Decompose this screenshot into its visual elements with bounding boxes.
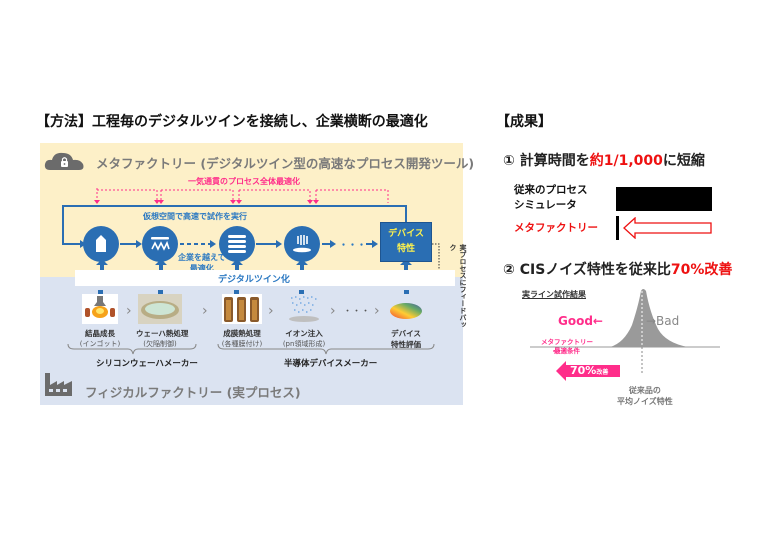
- result-2-highlight: 70%改善: [670, 262, 733, 278]
- pink-arrowheads: [94, 200, 319, 204]
- flow-ellipsis: ・・・: [339, 241, 367, 251]
- chevron-right-icon: ›: [268, 303, 274, 319]
- stage-name: 成膜熱処理: [223, 329, 261, 338]
- connector: [234, 290, 239, 294]
- improvement-arrow: [556, 361, 620, 381]
- semiconductor-maker-label: 半導体デバイスメーカー: [284, 359, 378, 369]
- device-eval-image: [388, 300, 424, 326]
- crystal-growth-image: [82, 294, 118, 328]
- physical-factory-title: フィジカルファクトリー (実プロセス): [85, 385, 301, 400]
- stage-sub: (各種膜付け): [221, 340, 263, 348]
- conventional-average-noise-label: 従来品の 平均ノイズ特性: [617, 385, 673, 407]
- process-node-wafer-anneal: [142, 226, 178, 262]
- result-1-heading: ① 計算時間を約1/1,000に短縮: [503, 150, 705, 170]
- heater-icon: [151, 237, 170, 251]
- stage-sub: (pn領域形成): [282, 340, 326, 348]
- silicon-wafer-maker-label: シリコンウェーハメーカー: [96, 359, 198, 369]
- stage-film-anneal: 成膜熱処理 (各種膜付け): [218, 328, 266, 349]
- cross-company-label: 企業を越えて 最適化: [178, 252, 226, 274]
- stage-wafer-anneal: ウェーハ熱処理 (欠陥制御): [136, 328, 189, 349]
- meta-cond-line2: 最適条件: [554, 347, 580, 355]
- film-layers-icon: [228, 235, 246, 253]
- result-2-heading: ② CISノイズ特性を従来比70%改善: [503, 259, 732, 279]
- conventional-time-bar: [616, 187, 712, 211]
- result-2-prefix: ② CISノイズ特性を従来比: [503, 262, 671, 278]
- chevron-right-icon: ›: [126, 303, 132, 319]
- result-1-suffix: に短縮: [662, 153, 705, 169]
- cloud-lock-icon: [44, 150, 86, 176]
- bad-label: →Bad: [646, 314, 680, 328]
- process-flow-diagram: [62, 188, 440, 283]
- meta-optimal-condition-label: メタファクトリー 最適条件: [541, 338, 593, 356]
- meta-factory-bar-label: メタファクトリー: [514, 222, 598, 234]
- method-title: 【方法】工程毎のデジタルツインを接続し、企業横断の最適化: [36, 114, 428, 130]
- conventional-line2: 平均ノイズ特性: [617, 397, 673, 406]
- wafer-anneal-image: [138, 294, 182, 328]
- cross-company-line2: 最適化: [189, 264, 214, 273]
- stage-crystal-growth: 結晶成長 (インゴット): [78, 328, 122, 349]
- global-optimization-label: 一気通貫のプロセス全体最適化: [188, 177, 300, 186]
- process-node-ion-implant: [284, 226, 320, 262]
- maker-braces: [67, 343, 435, 355]
- chevron-right-icon: ›: [202, 303, 208, 319]
- stage-ellipsis: ・・・: [343, 307, 371, 317]
- chevron-right-icon: ›: [374, 303, 380, 319]
- stage-name: ウェーハ熱処理: [136, 329, 189, 338]
- up-arrows: [96, 259, 412, 270]
- conventional-label-line2: シミュレータ: [514, 199, 577, 211]
- connector: [158, 290, 163, 294]
- left-arrow-icon: [623, 217, 712, 239]
- ion-implant-image: [286, 294, 322, 328]
- conventional-line1: 従来品の: [628, 386, 661, 395]
- stage-name: 結晶成長: [85, 329, 115, 338]
- stage-sub: (欠陥制御): [143, 340, 177, 348]
- distribution-curve: [610, 289, 688, 347]
- connector: [299, 290, 304, 294]
- conventional-label-line1: 従来のプロセス: [514, 184, 588, 196]
- digital-twin-label: デジタルツイン化: [218, 275, 290, 285]
- device-box-line1: デバイス: [388, 229, 424, 239]
- feedback-dotted-line: [432, 243, 440, 283]
- digital-twin-bar: [75, 270, 455, 286]
- result-1-prefix: ① 計算時間を: [503, 153, 590, 169]
- ingot-icon: [96, 235, 106, 252]
- improvement-label: 70%改善: [570, 364, 608, 377]
- stage-name: イオン注入: [285, 329, 323, 338]
- stage-ion-implant: イオン注入 (pn領域形成): [280, 328, 328, 349]
- connector: [98, 290, 103, 294]
- stage-sub: (インゴット): [79, 340, 121, 348]
- stage-device-eval: デバイス 特性評価: [384, 328, 428, 350]
- improvement-percent: 70%: [570, 364, 597, 377]
- improvement-word: 改善: [596, 369, 609, 376]
- stage-sub: 特性評価: [391, 340, 421, 349]
- device-box-line2: 特性: [396, 244, 415, 254]
- chevron-right-icon: ›: [330, 303, 336, 319]
- meta-cond-line1: メタファクトリー: [541, 338, 593, 346]
- feedback-loop-line: [62, 205, 407, 245]
- noise-distribution-chart: [530, 289, 720, 375]
- stage-name: デバイス: [391, 329, 421, 338]
- film-anneal-image: [222, 294, 262, 328]
- cross-company-line1: 企業を越えて: [178, 253, 226, 262]
- device-characteristics-box: デバイス 特性: [380, 222, 432, 262]
- meta-factory-title: メタファクトリー (デジタルツイン型の高速なプロセス開発ツール): [96, 156, 475, 171]
- good-label: Good←: [558, 314, 603, 328]
- trial-result-label: 実ライン試作結果: [522, 290, 586, 299]
- ion-implant-icon: [293, 235, 311, 253]
- connector: [404, 290, 409, 294]
- results-title: 【成果】: [496, 114, 552, 130]
- process-node-film-anneal: [219, 226, 255, 262]
- global-optimization-bracket: [96, 188, 389, 203]
- feedback-label: 実プロセスにフィードバック: [449, 244, 467, 328]
- meta-factory-time-bar: [616, 216, 619, 240]
- result-1-highlight: 約1/1,000: [589, 153, 663, 169]
- virtual-trial-label: 仮想空間で高速で試作を実行: [143, 212, 247, 221]
- process-node-crystal: [83, 226, 119, 262]
- factory-icon: [44, 371, 74, 401]
- conventional-simulator-label: 従来のプロセス シミュレータ: [514, 183, 588, 213]
